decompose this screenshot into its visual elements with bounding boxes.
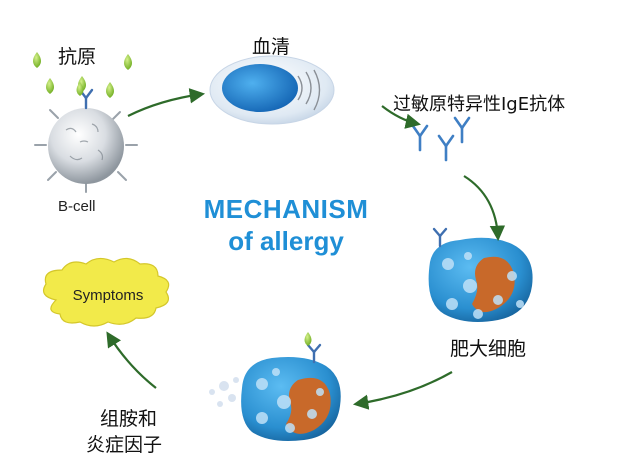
ige-antibodies	[411, 116, 471, 162]
antibody-y-icon	[437, 134, 455, 162]
arrow-icon	[352, 371, 453, 410]
symptoms-label: Symptoms	[72, 287, 144, 304]
antibody-y-icon	[306, 343, 322, 364]
antigen-drop-icon	[46, 78, 54, 94]
histamine-label-line2: 炎症因子	[86, 434, 163, 456]
histamine-label-line1: 组胺和	[100, 408, 158, 430]
symptoms-cloud-icon	[43, 257, 170, 327]
antibody-y-icon	[453, 116, 471, 144]
mast-cell-label: 肥大细胞	[450, 338, 527, 360]
bcell-label: B-cell	[58, 198, 96, 215]
antibody-y-icon	[432, 227, 448, 248]
diagram-title-line1: MECHANISM	[203, 194, 369, 224]
arrow-icon	[381, 105, 422, 129]
ige-label: 过敏原特异性IgE抗体	[393, 94, 566, 115]
serum-cell-icon	[209, 55, 335, 125]
antigen-drop-icon	[124, 54, 132, 70]
arrow-icon	[463, 175, 506, 242]
cycle-arrows	[106, 88, 506, 410]
arrow-icon	[127, 88, 206, 117]
antigen-drop-icon	[106, 82, 114, 98]
serum-label: 血清	[252, 36, 291, 58]
b-cell-icon	[34, 82, 138, 193]
mast-cell-icon	[209, 332, 341, 441]
diagram-title-line2: of allergy	[228, 226, 344, 256]
antigen-label: 抗原	[58, 46, 97, 68]
antigen-drop-icon	[33, 52, 41, 68]
mast-cell-icon	[428, 227, 533, 322]
arrow-icon	[106, 331, 157, 389]
antibody-y-icon	[411, 124, 429, 152]
